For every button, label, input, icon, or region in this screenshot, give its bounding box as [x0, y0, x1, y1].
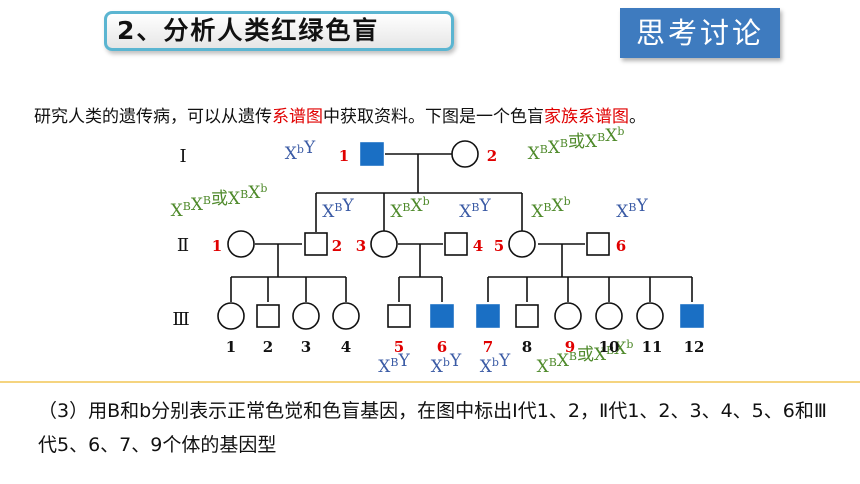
generation-label-g3: Ⅲ — [172, 309, 189, 330]
individual-i2-female — [451, 140, 479, 168]
number-label-ii6: 6 — [616, 237, 626, 255]
individual-iii12-male-affected — [680, 304, 704, 328]
number-label-iii6: 6 — [437, 338, 447, 356]
individual-iii10-female — [595, 302, 623, 330]
number-label-iii2: 2 — [263, 338, 273, 356]
individual-iii8-male — [515, 304, 539, 328]
number-label-i2: 2 — [487, 147, 497, 165]
number-label-iii5: 5 — [394, 338, 404, 356]
genotype-label-iii7: XbY — [480, 351, 511, 377]
individual-iii6-male-affected — [430, 304, 454, 328]
genotype-label-ii6: XBY — [616, 196, 648, 222]
intro-part-1: 研究人类的遗传病，可以从遗传 — [34, 107, 272, 127]
intro-highlight-family-pedigree: 家族系谱图 — [544, 107, 629, 127]
intro-part-3: 。 — [629, 107, 646, 127]
number-label-iii8: 8 — [522, 338, 532, 356]
generation-label-g1: Ⅰ — [179, 146, 186, 167]
genotype-label-i1: XbY — [285, 138, 316, 164]
genotype-label-i2: XBXB或XBXb — [528, 125, 625, 164]
number-label-ii5: 5 — [494, 237, 504, 255]
number-label-iii11: 11 — [642, 338, 663, 356]
individual-ii5-female — [508, 230, 536, 258]
individual-iii1-female — [217, 302, 245, 330]
individual-ii2-male — [304, 232, 328, 256]
number-label-iii3: 3 — [301, 338, 311, 356]
number-label-iii9: 9 — [565, 338, 575, 356]
intro-part-2: 中获取资料。下图是一个色盲 — [323, 107, 544, 127]
individual-ii6-male — [586, 232, 610, 256]
individual-ii3-female — [370, 230, 398, 258]
number-label-iii1: 1 — [226, 338, 236, 356]
genotype-label-iii9: XBXB或XBXb — [537, 338, 634, 377]
genotype-label-ii5: XBXb — [531, 195, 570, 222]
individual-iii11-female — [636, 302, 664, 330]
generation-label-g2: Ⅱ — [177, 235, 189, 256]
number-label-iii4: 4 — [341, 338, 351, 356]
number-label-ii3: 3 — [356, 237, 366, 255]
number-label-ii4: 4 — [473, 237, 483, 255]
genotype-label-iii6: XbY — [431, 351, 462, 377]
genotype-label-ii3: XBXb — [390, 195, 429, 222]
genotype-label-ii1: XBXB或XBXb — [171, 182, 268, 221]
individual-ii1-female — [227, 230, 255, 258]
think-discuss-button[interactable]: 思考讨论 — [620, 8, 780, 58]
intro-text: 研究人类的遗传病，可以从遗传系谱图中获取资料。下图是一个色盲家族系谱图。 — [34, 102, 854, 127]
genotype-label-iii5: XBY — [378, 351, 410, 377]
number-label-iii7: 7 — [483, 338, 493, 356]
section-title-text: 2、分析人类红绿色盲 — [117, 16, 380, 45]
number-label-iii12: 12 — [684, 338, 705, 356]
genotype-label-ii4: XBY — [459, 196, 491, 222]
number-label-iii10: 10 — [599, 338, 620, 356]
individual-iii9-female — [554, 302, 582, 330]
number-label-ii2: 2 — [332, 237, 342, 255]
individual-ii4-male — [444, 232, 468, 256]
individual-i1-male-affected — [360, 142, 384, 166]
individual-iii7-male-affected — [476, 304, 500, 328]
number-label-ii1: 1 — [212, 237, 222, 255]
individual-iii3-female — [292, 302, 320, 330]
separator-line — [0, 381, 860, 383]
number-label-i1: 1 — [339, 147, 349, 165]
genotype-label-ii2: XBY — [322, 196, 354, 222]
individual-iii5-male — [387, 304, 411, 328]
section-title: 2、分析人类红绿色盲 — [104, 11, 454, 51]
individual-iii4-female — [332, 302, 360, 330]
think-discuss-label: 思考讨论 — [635, 16, 764, 50]
intro-highlight-pedigree: 系谱图 — [272, 107, 323, 127]
question-text: （3）用B和b分别表示正常色觉和色盲基因，在图中标出Ⅰ代1、2，Ⅱ代1、2、3、… — [38, 400, 827, 456]
individual-iii2-male — [256, 304, 280, 328]
